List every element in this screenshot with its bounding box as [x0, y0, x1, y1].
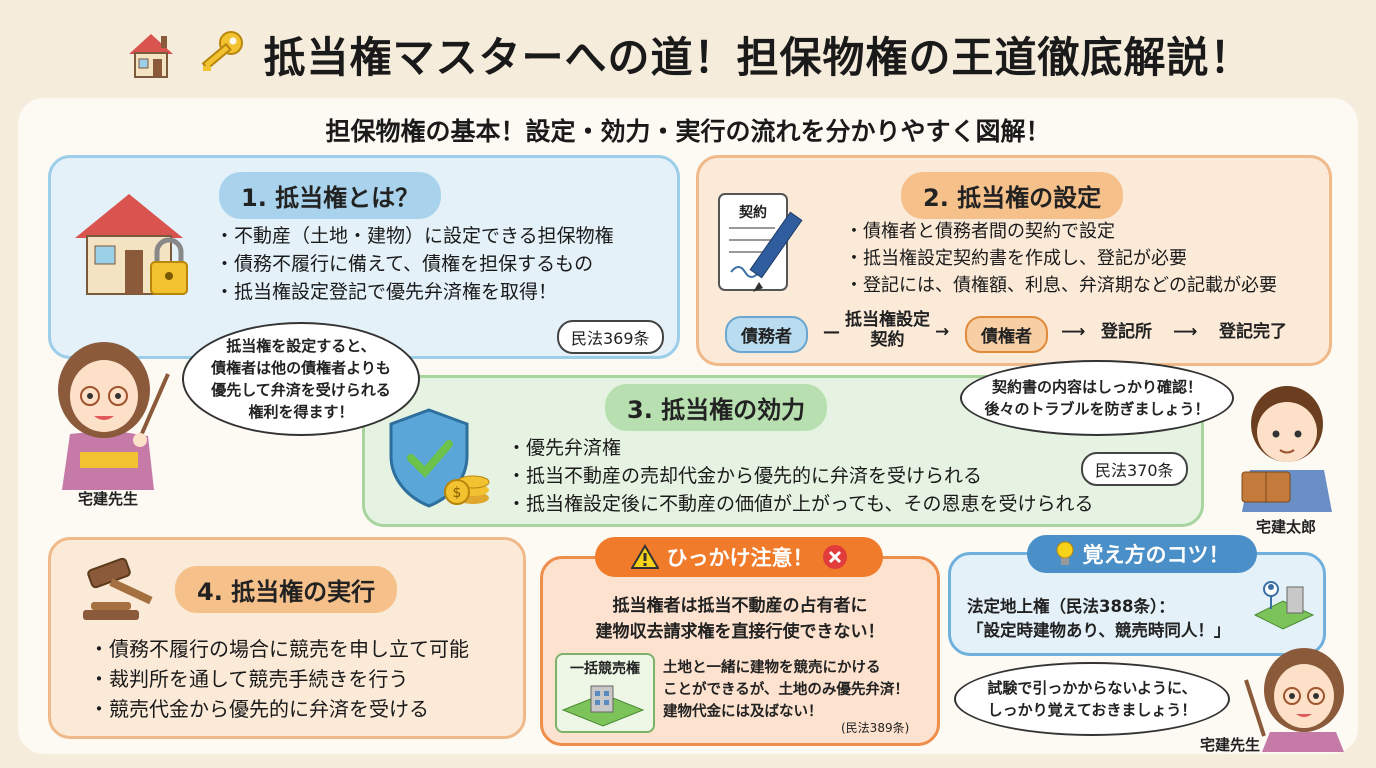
student-speech-bubble: 契約書の内容はしっかり確認！ 後々のトラブルを防ぎましょう！	[960, 360, 1234, 436]
law-reference-369: 民法369条	[557, 320, 664, 354]
warning-desc2: ことができるが、土地のみ優先弁済！	[663, 682, 909, 698]
warning-main: 抵当権者は抵当不動産の占有者に 建物収去請求権を直接行使できない！	[543, 593, 937, 645]
list-item: 抵当権設定後に不動産の価値が上がっても、その恩恵を受けられる	[507, 490, 1094, 518]
list-item: 抵当権設定契約書を作成し、登記が必要	[845, 245, 1277, 272]
contract-label: 契約	[739, 205, 767, 221]
list-item: 債務不履行に備えて、債権を担保するもの	[215, 250, 614, 278]
student-avatar	[1241, 386, 1332, 512]
card4-bullets: 債務不履行の場合に競売を申し立て可能 裁判所を通して競売手続きを行う 競売代金か…	[89, 634, 469, 724]
house-icon	[129, 34, 174, 78]
list-item: 優先弁済権	[507, 434, 1094, 462]
warning-header: ひっかけ注意！	[595, 537, 883, 577]
speech-line: 後々のトラブルを防ぎましょう！	[984, 400, 1210, 418]
warning-line1: 抵当権者は抵当不動産の占有者に	[612, 596, 868, 616]
speech-line: 権利を得ます！	[248, 403, 354, 421]
card2-title: 2. 抵当権の設定	[901, 172, 1124, 219]
bulk-auction-box: 一括競売権	[555, 653, 655, 733]
list-item: 不動産（土地・建物）に設定できる担保物権	[215, 222, 614, 250]
card-mortgage-enforcement: 4. 抵当権の実行 債務不履行の場合に競売を申し立て可能 裁判所を通して競売手続…	[48, 537, 526, 739]
warning-icon	[630, 544, 659, 569]
card4-title: 4. 抵当権の実行	[175, 566, 398, 613]
land-building-icon	[561, 685, 645, 727]
key-icon	[202, 31, 244, 71]
speech-line: 契約書の内容はしっかり確認！	[991, 378, 1202, 396]
tips-title: 覚え方のコツ！	[1082, 543, 1230, 567]
page-title: 抵当権マスターへの道！担保物権の王道徹底解説！	[263, 32, 1253, 82]
card1-title: 1. 抵当権とは？	[219, 172, 442, 219]
card1-bullets: 不動産（土地・建物）に設定できる担保物権 債務不履行に備えて、債権を担保するもの…	[215, 222, 614, 306]
bulk-auction-tag: 一括競売権	[570, 661, 640, 677]
house-lock-icon	[75, 194, 188, 295]
flow-contract-line1: 抵当権設定	[845, 310, 930, 330]
contract-pen-icon	[718, 193, 803, 292]
card-mortgage-setup: 2. 抵当権の設定 契約 債権者と債務者間の契約で設定 抵当権設定契約書を作成し…	[696, 155, 1332, 366]
flow-creditor: 債権者	[965, 316, 1048, 353]
flow-arrow: —	[823, 322, 840, 342]
speech-line: 優先して弁済を受けられる	[211, 381, 391, 399]
flow-contract: 抵当権設定 契約	[845, 310, 930, 350]
warning-title: ひっかけ注意！	[666, 546, 814, 570]
tips-header: 覚え方のコツ！	[1027, 535, 1257, 573]
flow-arrow: ⟶	[1173, 322, 1198, 342]
card2-bullets: 債権者と債務者間の契約で設定 抵当権設定契約書を作成し、登記が必要 登記には、債…	[845, 218, 1277, 299]
list-item: 競売代金から優先的に弁済を受ける	[89, 694, 469, 724]
flow-debtor: 債務者	[725, 316, 808, 353]
card-memory-tips: 覚え方のコツ！ 法定地上権（民法388条）： 「設定時建物あり、競売時同人！」	[948, 535, 1326, 656]
card3-title: 3. 抵当権の効力	[605, 384, 828, 431]
flow-registry: 登記所	[1101, 322, 1152, 342]
header: 抵当権マスターへの道！担保物権の王道徹底解説！	[0, 14, 1376, 94]
speech-line: 試験で引っかからないように、	[987, 679, 1197, 697]
speech-line: しっかり覚えておきましょう！	[987, 701, 1197, 719]
teacher2-avatar	[1244, 648, 1344, 752]
svg-text:$: $	[453, 485, 462, 501]
teacher-name: 宅建先生	[77, 490, 138, 508]
land-building-icon	[1253, 581, 1315, 630]
teacher-avatar	[58, 342, 170, 490]
list-item: 債務不履行の場合に競売を申し立て可能	[89, 634, 469, 664]
page-subtitle: 担保物権の基本！設定・効力・実行の流れを分かりやすく図解！	[325, 117, 1051, 146]
teacher2-speech-bubble: 試験で引っかからないように、 しっかり覚えておきましょう！	[954, 662, 1230, 736]
gavel-icon	[83, 557, 153, 620]
list-item: 抵当権設定登記で優先弁済権を取得！	[215, 278, 614, 306]
list-item: 債権者と債務者間の契約で設定	[845, 218, 1277, 245]
student-name: 宅建太郎	[1255, 518, 1316, 536]
flow-done: 登記完了	[1219, 322, 1287, 342]
card-trap-warning: ひっかけ注意！ 抵当権者は抵当不動産の占有者に 建物収去請求権を直接行使できない…	[540, 537, 940, 746]
tips-line1: 法定地上権（民法388条）：	[967, 597, 1175, 616]
list-item: 抵当不動産の売却代金から優先的に弁済を受けられる	[507, 462, 1094, 490]
warning-desc1: 土地と一緒に建物を競売にかける	[663, 660, 881, 676]
warning-line2: 建物収去請求権を直接行使できない！	[595, 622, 885, 642]
tips-line2: 「設定時建物あり、競売時同人！」	[967, 621, 1231, 640]
flow-contract-line2: 契約	[870, 330, 905, 350]
tips-text: 法定地上権（民法388条）： 「設定時建物あり、競売時同人！」	[967, 595, 1230, 643]
flow-arrow: ⟶	[1061, 322, 1086, 342]
flow-arrow: →	[935, 322, 950, 342]
speech-line: 抵当権を設定すると、	[226, 337, 376, 355]
law-reference-370: 民法370条	[1081, 452, 1188, 486]
law-reference-389: (民法389条)	[841, 721, 910, 735]
teacher2-name: 宅建先生	[1199, 736, 1260, 754]
warning-detail: 土地と一緒に建物を競売にかける ことができるが、土地のみ優先弁済！ 建物代金には…	[663, 657, 909, 723]
shield-coins-icon: $	[389, 408, 490, 508]
speech-line: 債権者は他の債権者よりも	[211, 359, 391, 377]
list-item: 裁判所を通して競売手続きを行う	[89, 664, 469, 694]
list-item: 登記には、債権額、利息、弁済期などの記載が必要	[845, 272, 1277, 299]
bulb-icon	[1056, 541, 1073, 565]
card-mortgage-definition: 1. 抵当権とは？ 不動産（土地・建物）に設定できる担保物権 債務不履行に備えて…	[48, 155, 680, 359]
card3-bullets: 優先弁済権 抵当不動産の売却代金から優先的に弁済を受けられる 抵当権設定後に不動…	[507, 434, 1094, 518]
cross-icon	[822, 545, 847, 569]
warning-desc3: 建物代金には及ばない！	[663, 704, 823, 720]
teacher-speech-bubble: 抵当権を設定すると、 債権者は他の債権者よりも 優先して弁済を受けられる 権利を…	[182, 322, 420, 436]
